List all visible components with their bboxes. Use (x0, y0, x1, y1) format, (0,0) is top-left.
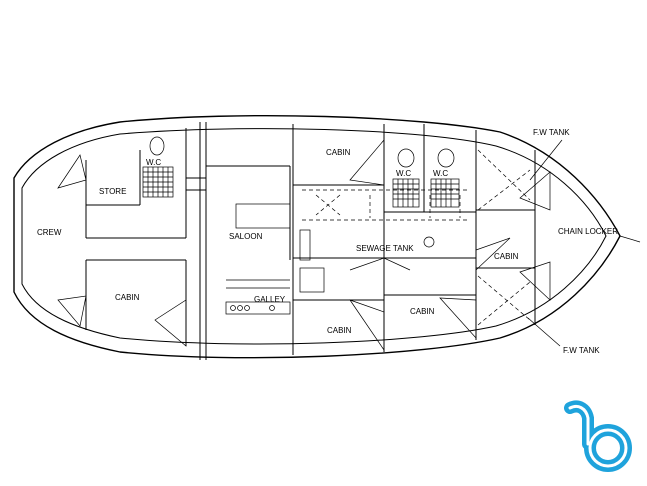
label-wc-mid-1: W.C (396, 169, 411, 178)
saloon-furniture (225, 203, 325, 315)
hull-outline (13, 114, 641, 359)
berths (57, 139, 551, 352)
dashed-lines (302, 149, 531, 326)
label-wc-aft: W.C (146, 158, 161, 167)
bulkheads (85, 122, 536, 360)
label-saloon: SALOON (229, 232, 263, 241)
wc-grids (142, 136, 460, 208)
label-cabin-bottom-1: CABIN (327, 326, 352, 335)
label-cabin-bottom-2: CABIN (410, 307, 435, 316)
label-store: STORE (99, 187, 126, 196)
label-cabin-top: CABIN (326, 148, 351, 157)
brand-logo-icon (564, 400, 632, 472)
misc-symbols (349, 139, 563, 347)
label-crew: CREW (37, 228, 62, 237)
label-sewage-tank: SEWAGE TANK (356, 244, 414, 253)
label-wc-mid-2: W.C (433, 169, 448, 178)
label-cabin-fwd: CABIN (494, 252, 519, 261)
label-galley: GALLEY (254, 295, 286, 304)
label-chain-locker: CHAIN LOCKER (558, 227, 618, 236)
label-cabin-aft: CABIN (115, 293, 140, 302)
label-fw-tank-bottom: F.W TANK (563, 346, 600, 355)
label-fw-tank-top: F.W TANK (533, 128, 570, 137)
